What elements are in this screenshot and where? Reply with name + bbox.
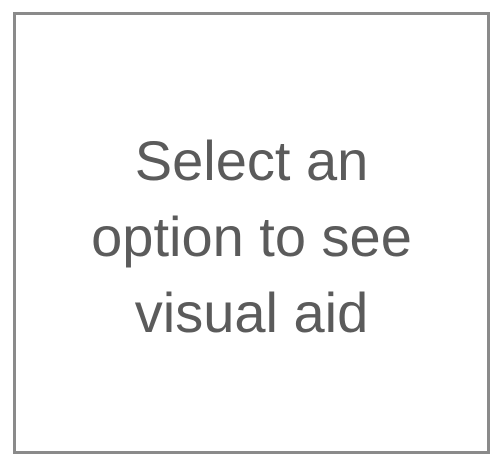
visual-aid-panel: Select an option to see visual aid: [13, 12, 490, 454]
visual-aid-placeholder-text: Select an option to see visual aid: [91, 129, 412, 344]
